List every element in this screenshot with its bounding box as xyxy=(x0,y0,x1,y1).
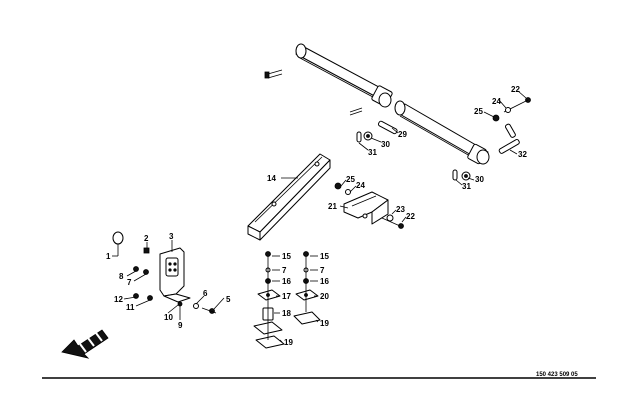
callout-22-upper: 22 xyxy=(511,85,520,94)
beam-14 xyxy=(247,153,331,241)
callout-14: 14 xyxy=(267,174,276,183)
callout-18: 18 xyxy=(282,309,291,318)
cylinder-pin xyxy=(264,69,363,116)
callout-8: 8 xyxy=(119,272,124,281)
callout-3: 3 xyxy=(169,232,174,241)
callout-21: 21 xyxy=(328,202,337,211)
callout-31-upper: 31 xyxy=(368,148,377,157)
callout-22-lower: 22 xyxy=(406,212,415,221)
bolt-22-lower xyxy=(381,217,404,229)
document-number: 150 423 509 05 xyxy=(536,372,578,378)
callout-2: 2 xyxy=(144,234,149,243)
callout-7-mid: 7 xyxy=(282,266,287,275)
callout-5: 5 xyxy=(226,295,231,304)
pin-29 xyxy=(377,120,398,135)
callout-32: 32 xyxy=(518,150,527,159)
callout-23: 23 xyxy=(396,205,405,214)
callout-17: 17 xyxy=(282,292,291,301)
cap-2 xyxy=(143,247,150,254)
callout-7-right: 7 xyxy=(320,266,325,275)
washer-30-lower xyxy=(461,171,471,181)
callout-16-right: 16 xyxy=(320,277,329,286)
upper-cylinder xyxy=(295,43,393,108)
bracket-21 xyxy=(343,191,389,225)
callout-30-lower: 30 xyxy=(475,175,484,184)
callout-7-left: 7 xyxy=(127,278,132,287)
callout-30-upper: 30 xyxy=(381,140,390,149)
callout-25-upper: 25 xyxy=(474,107,483,116)
callout-20: 20 xyxy=(320,292,329,301)
callout-12: 12 xyxy=(114,295,123,304)
direction-arrow xyxy=(61,329,109,359)
spring-pin-31-lower xyxy=(452,169,458,181)
callout-19-right: 19 xyxy=(320,319,329,328)
callout-29: 29 xyxy=(398,130,407,139)
washer-30-upper xyxy=(363,131,373,141)
callout-labels: 22 24 25 29 30 31 32 30 31 14 25 24 21 2… xyxy=(106,85,527,347)
callout-16-left: 16 xyxy=(282,277,291,286)
lower-cylinder xyxy=(394,100,490,165)
callout-9: 9 xyxy=(178,321,183,330)
callout-15-left: 15 xyxy=(282,252,291,261)
washer-23 xyxy=(386,214,394,222)
callout-31-lower: 31 xyxy=(462,182,471,191)
nut-25-upper xyxy=(492,114,500,122)
callout-1: 1 xyxy=(106,252,111,261)
leader-lines xyxy=(112,90,527,343)
callout-19-left: 19 xyxy=(284,338,293,347)
callout-11: 11 xyxy=(126,303,135,312)
callout-15-right: 15 xyxy=(320,252,329,261)
washer-24-lower xyxy=(345,189,351,195)
callout-24-upper: 24 xyxy=(492,97,501,106)
callout-25-lower: 25 xyxy=(346,175,355,184)
stack-right xyxy=(293,251,321,325)
callout-10: 10 xyxy=(164,313,173,322)
hardware-left xyxy=(133,266,217,314)
nut-25-lower xyxy=(334,182,342,190)
callout-24-lower: 24 xyxy=(356,181,365,190)
washer-24-upper xyxy=(505,107,511,113)
callout-6: 6 xyxy=(203,289,208,298)
spring-pin-31-upper xyxy=(356,131,362,143)
stack-left xyxy=(253,251,285,349)
bracket-3 xyxy=(159,247,191,303)
knob-1 xyxy=(112,231,124,256)
pin-32 xyxy=(498,123,520,154)
